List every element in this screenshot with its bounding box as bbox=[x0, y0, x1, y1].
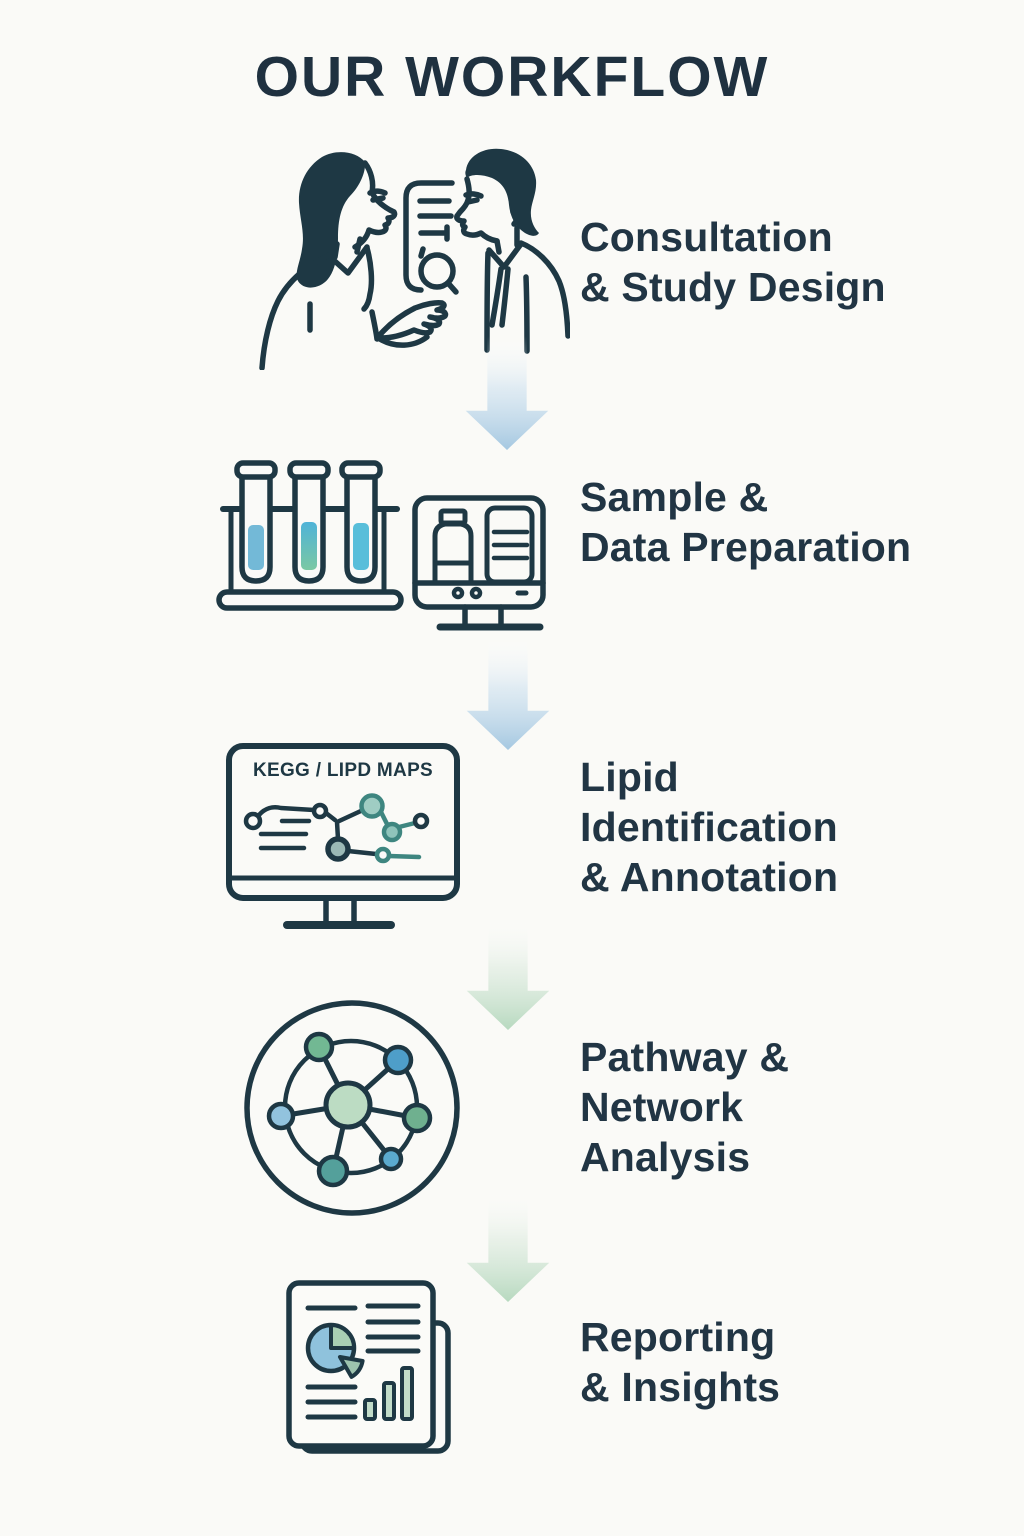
kegg-lipidmaps-monitor-icon bbox=[226, 743, 460, 929]
pathway-node bbox=[311, 802, 329, 820]
pathway-node bbox=[374, 846, 392, 864]
document-outline bbox=[403, 180, 455, 293]
tube-liquid bbox=[301, 522, 317, 570]
pathway-node bbox=[412, 812, 430, 830]
network-node bbox=[266, 1101, 296, 1131]
report-charts-icon bbox=[286, 1280, 451, 1454]
network-node bbox=[382, 1044, 414, 1076]
step-2-label: Sample & Data Preparation bbox=[580, 472, 911, 572]
tube-liquid bbox=[248, 525, 264, 570]
pathway-node bbox=[325, 836, 351, 862]
down-arrow-icon bbox=[466, 1188, 550, 1302]
sample-bottle-icon bbox=[438, 508, 468, 526]
pie-slice bbox=[329, 1323, 356, 1350]
pathway-node bbox=[243, 811, 263, 831]
label-line: Lipid bbox=[580, 754, 679, 800]
label-line: Identification bbox=[580, 804, 838, 850]
label-line: Network bbox=[580, 1084, 744, 1130]
open-hand bbox=[375, 300, 449, 341]
network-node bbox=[303, 1031, 335, 1063]
bar bbox=[400, 1366, 414, 1421]
step-1-label: Consultation & Study Design bbox=[580, 212, 886, 312]
pathway-node bbox=[359, 793, 385, 819]
network-node bbox=[316, 1154, 350, 1188]
magnifier-icon bbox=[418, 252, 456, 290]
sample-computer-icon bbox=[412, 495, 546, 631]
bar bbox=[363, 1398, 377, 1421]
down-arrow-icon bbox=[466, 916, 550, 1030]
monitor-screen-label: KEGG / LIPD MAPS bbox=[252, 760, 434, 781]
step-3-label: Lipid Identification & Annotation bbox=[580, 752, 838, 902]
data-panel bbox=[484, 505, 535, 585]
network-hub-node bbox=[323, 1080, 373, 1130]
label-line: Analysis bbox=[580, 1134, 751, 1180]
step-4-label: Pathway & Network Analysis bbox=[580, 1032, 789, 1182]
down-arrow-icon bbox=[465, 336, 549, 450]
consultation-scientists-icon bbox=[259, 148, 570, 370]
label-line: Pathway & bbox=[580, 1034, 790, 1080]
label-line: & Study Design bbox=[580, 264, 886, 310]
step-5-label: Reporting & Insights bbox=[580, 1312, 780, 1412]
label-line: & Insights bbox=[580, 1364, 781, 1410]
network-graph-icon bbox=[244, 1000, 460, 1216]
down-arrow-icon bbox=[466, 636, 550, 750]
pathway-node bbox=[381, 821, 403, 843]
network-node bbox=[378, 1146, 404, 1172]
tube-liquid bbox=[353, 523, 369, 570]
label-line: Data Preparation bbox=[580, 524, 912, 570]
test-tube-rack-icon bbox=[216, 460, 404, 611]
page-title: OUR WORKFLOW bbox=[254, 45, 770, 109]
label-line: & Annotation bbox=[580, 854, 839, 900]
label-line: Consultation bbox=[580, 214, 833, 260]
pie-slice-detached bbox=[338, 1355, 365, 1379]
label-line: Sample & bbox=[580, 474, 769, 520]
bar bbox=[382, 1381, 396, 1421]
label-line: Reporting bbox=[580, 1314, 776, 1360]
network-node bbox=[401, 1102, 433, 1134]
